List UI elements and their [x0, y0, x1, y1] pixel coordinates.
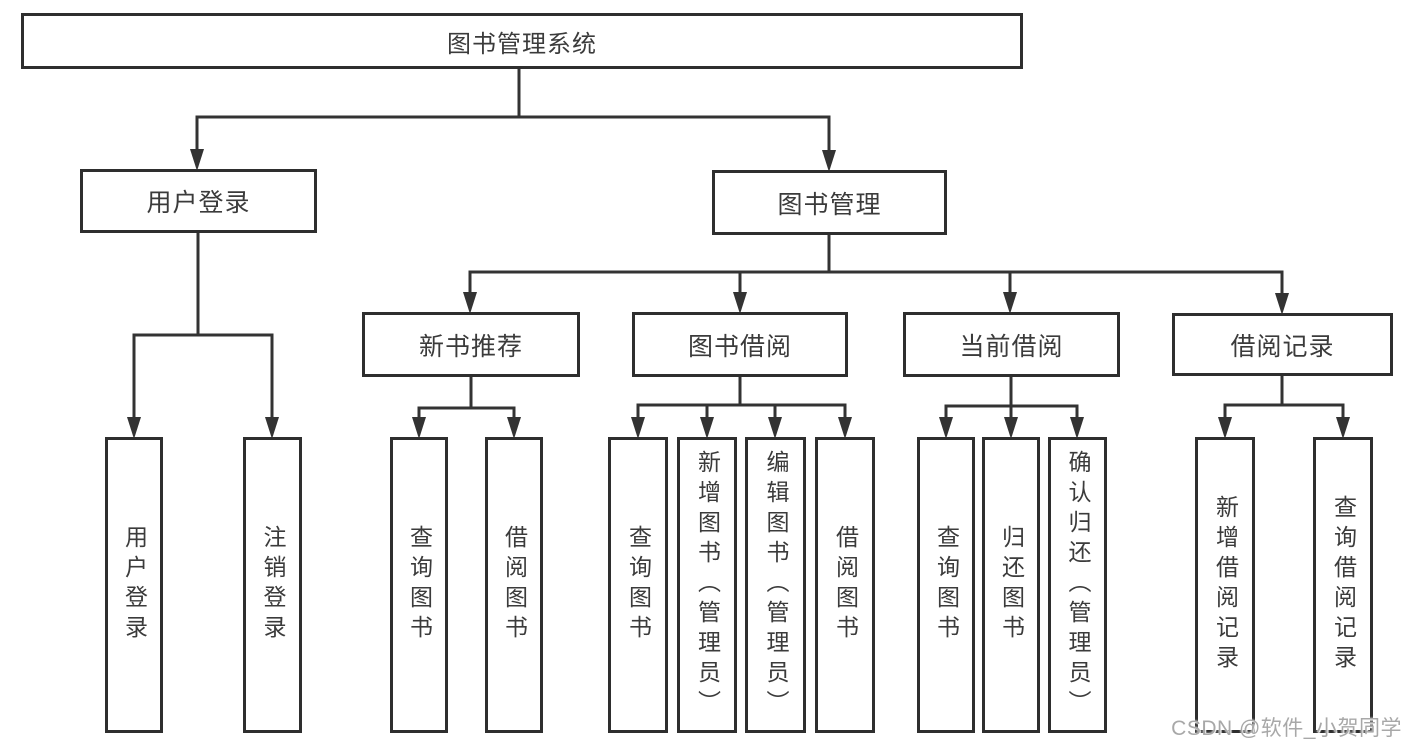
connector-root-branch — [195, 69, 831, 152]
leaf-logout: 注销登录 — [243, 437, 302, 733]
leaf-return-books: 归还图书 — [982, 437, 1040, 733]
node-new-book-recommendation: 新书推荐 — [362, 312, 580, 377]
leaf-query-books: 查询图书 — [390, 437, 448, 733]
connector-current-borrow-branch — [944, 377, 1079, 419]
leaf-borrow-books: 借阅图书 — [815, 437, 875, 733]
csdn-watermark: CSDN @软件_小贺同学 — [1171, 717, 1402, 740]
arrowhead — [463, 292, 477, 314]
leaf-add-books-admin: 新增图书（管理员） — [677, 437, 737, 733]
node-borrowing-records: 借阅记录 — [1172, 313, 1393, 376]
arrowhead — [1275, 293, 1289, 315]
connector-new-book-rec-branch — [417, 377, 516, 419]
connector-user-login-branch — [132, 233, 274, 419]
arrowhead — [1218, 417, 1232, 439]
leaf-add-borrow-record: 新增借阅记录 — [1195, 437, 1255, 733]
arrowhead — [265, 417, 279, 439]
arrowhead — [507, 417, 521, 439]
connector-book-mgmt-branch — [468, 235, 1284, 295]
arrowhead — [768, 417, 782, 439]
leaf-borrow-books: 借阅图书 — [485, 437, 543, 733]
node-current-borrowing: 当前借阅 — [903, 312, 1120, 377]
leaf-confirm-return-admin: 确认归还（管理员） — [1048, 437, 1107, 733]
arrowhead — [127, 417, 141, 439]
node-book-management: 图书管理 — [712, 170, 947, 235]
leaf-edit-books-admin: 编辑图书（管理员） — [745, 437, 806, 733]
arrowhead — [700, 417, 714, 439]
arrowhead — [939, 417, 953, 439]
arrowhead — [1070, 417, 1084, 439]
connector-book-borrow-branch — [636, 377, 847, 419]
node-user-login: 用户登录 — [80, 169, 317, 233]
leaf-query-borrow-record: 查询借阅记录 — [1313, 437, 1373, 733]
arrowhead — [838, 417, 852, 439]
arrowhead — [631, 417, 645, 439]
leaf-query-books: 查询图书 — [608, 437, 668, 733]
arrowhead — [822, 150, 836, 172]
arrowhead — [1003, 292, 1017, 314]
arrowhead — [1004, 417, 1018, 439]
arrowhead — [733, 292, 747, 314]
node-library-management-system: 图书管理系统 — [21, 13, 1023, 69]
leaf-query-books: 查询图书 — [917, 437, 975, 733]
connector-borrow-record-branch — [1223, 376, 1345, 419]
node-book-borrowing: 图书借阅 — [632, 312, 848, 377]
leaf-user-login: 用户登录 — [105, 437, 163, 733]
arrowhead — [1336, 417, 1350, 439]
arrowhead — [190, 149, 204, 171]
arrowhead — [412, 417, 426, 439]
